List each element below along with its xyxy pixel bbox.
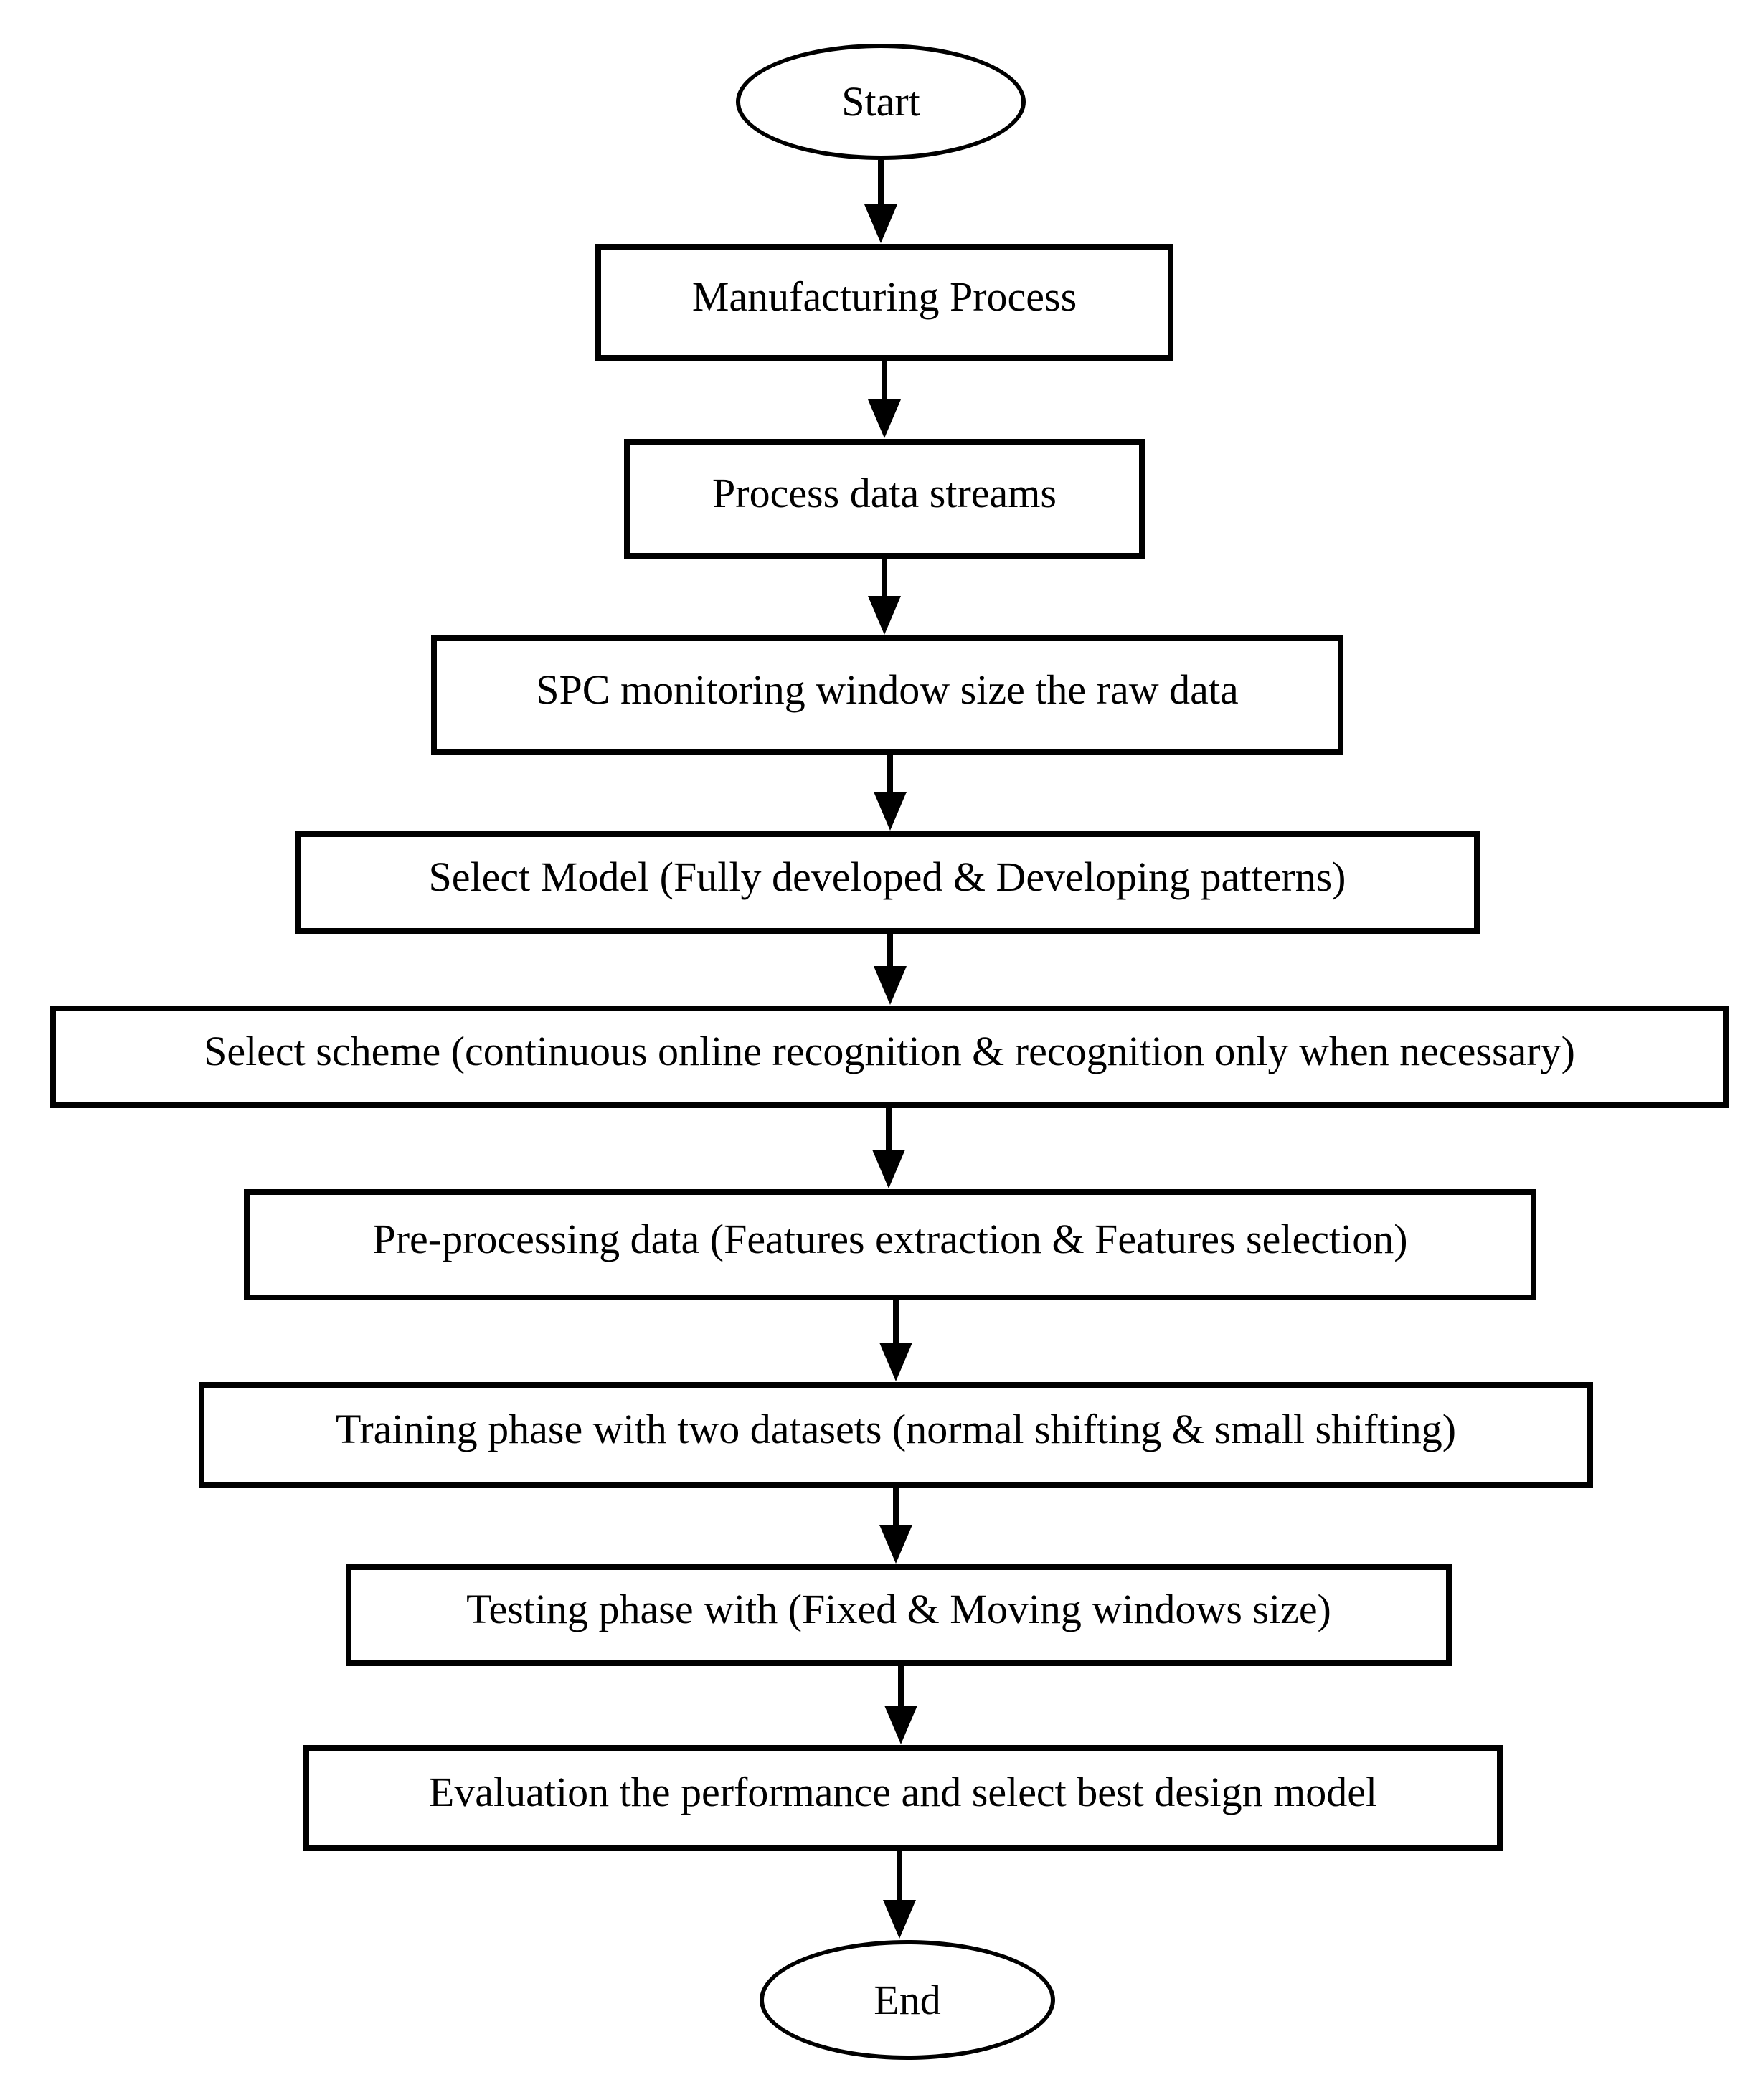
- node-label: Training phase with two datasets (normal…: [335, 1406, 1457, 1453]
- node-label: End: [874, 1976, 941, 2023]
- arrow-stem: [886, 1108, 892, 1150]
- node-label: Evaluation the performance and select be…: [428, 1769, 1378, 1816]
- arrow-down-icon: [874, 966, 907, 1005]
- arrow-down-icon: [879, 1525, 912, 1564]
- flow-node-process-data-streams: Process data streams: [624, 439, 1145, 559]
- flow-node-manufacturing-process: Manufacturing Process: [595, 244, 1173, 361]
- node-label: Select scheme (continuous online recogni…: [204, 1027, 1575, 1074]
- flow-node-select-scheme: Select scheme (continuous online recogni…: [50, 1006, 1729, 1108]
- arrow-stem: [878, 160, 884, 207]
- flow-node-testing-phase: Testing phase with (Fixed & Moving windo…: [346, 1564, 1452, 1666]
- flow-node-pre-processing: Pre-processing data (Features extraction…: [244, 1189, 1536, 1300]
- arrow-down-icon: [883, 1900, 916, 1939]
- arrow-stem: [887, 755, 893, 793]
- arrow-down-icon: [879, 1343, 912, 1381]
- arrow-down-icon: [874, 792, 907, 831]
- arrow-stem: [887, 934, 893, 967]
- arrow-stem: [882, 361, 887, 402]
- arrow-stem: [898, 1666, 904, 1706]
- node-label: Pre-processing data (Features extraction…: [372, 1215, 1408, 1262]
- arrow-stem: [893, 1300, 899, 1343]
- arrow-down-icon: [868, 596, 901, 635]
- arrow-down-icon: [864, 204, 897, 243]
- arrow-down-icon: [884, 1706, 917, 1744]
- node-label: Manufacturing Process: [691, 273, 1077, 320]
- node-label: SPC monitoring window size the raw data: [536, 666, 1239, 713]
- arrow-stem: [897, 1851, 902, 1901]
- node-label: Testing phase with (Fixed & Moving windo…: [466, 1586, 1331, 1633]
- node-label: Select Model (Fully developed & Developi…: [428, 853, 1346, 900]
- arrow-stem: [882, 559, 887, 597]
- arrow-down-icon: [872, 1150, 905, 1188]
- node-label: Process data streams: [712, 469, 1057, 516]
- flow-node-spc-monitoring: SPC monitoring window size the raw data: [431, 635, 1343, 755]
- flow-node-select-model: Select Model (Fully developed & Developi…: [295, 831, 1480, 934]
- node-label: Start: [841, 78, 920, 126]
- flow-node-start: Start: [736, 44, 1026, 160]
- flow-node-training-phase: Training phase with two datasets (normal…: [199, 1382, 1593, 1488]
- arrow-down-icon: [868, 399, 901, 438]
- flow-node-end: End: [760, 1940, 1055, 2060]
- arrow-stem: [893, 1488, 899, 1526]
- flow-node-evaluation: Evaluation the performance and select be…: [303, 1745, 1503, 1851]
